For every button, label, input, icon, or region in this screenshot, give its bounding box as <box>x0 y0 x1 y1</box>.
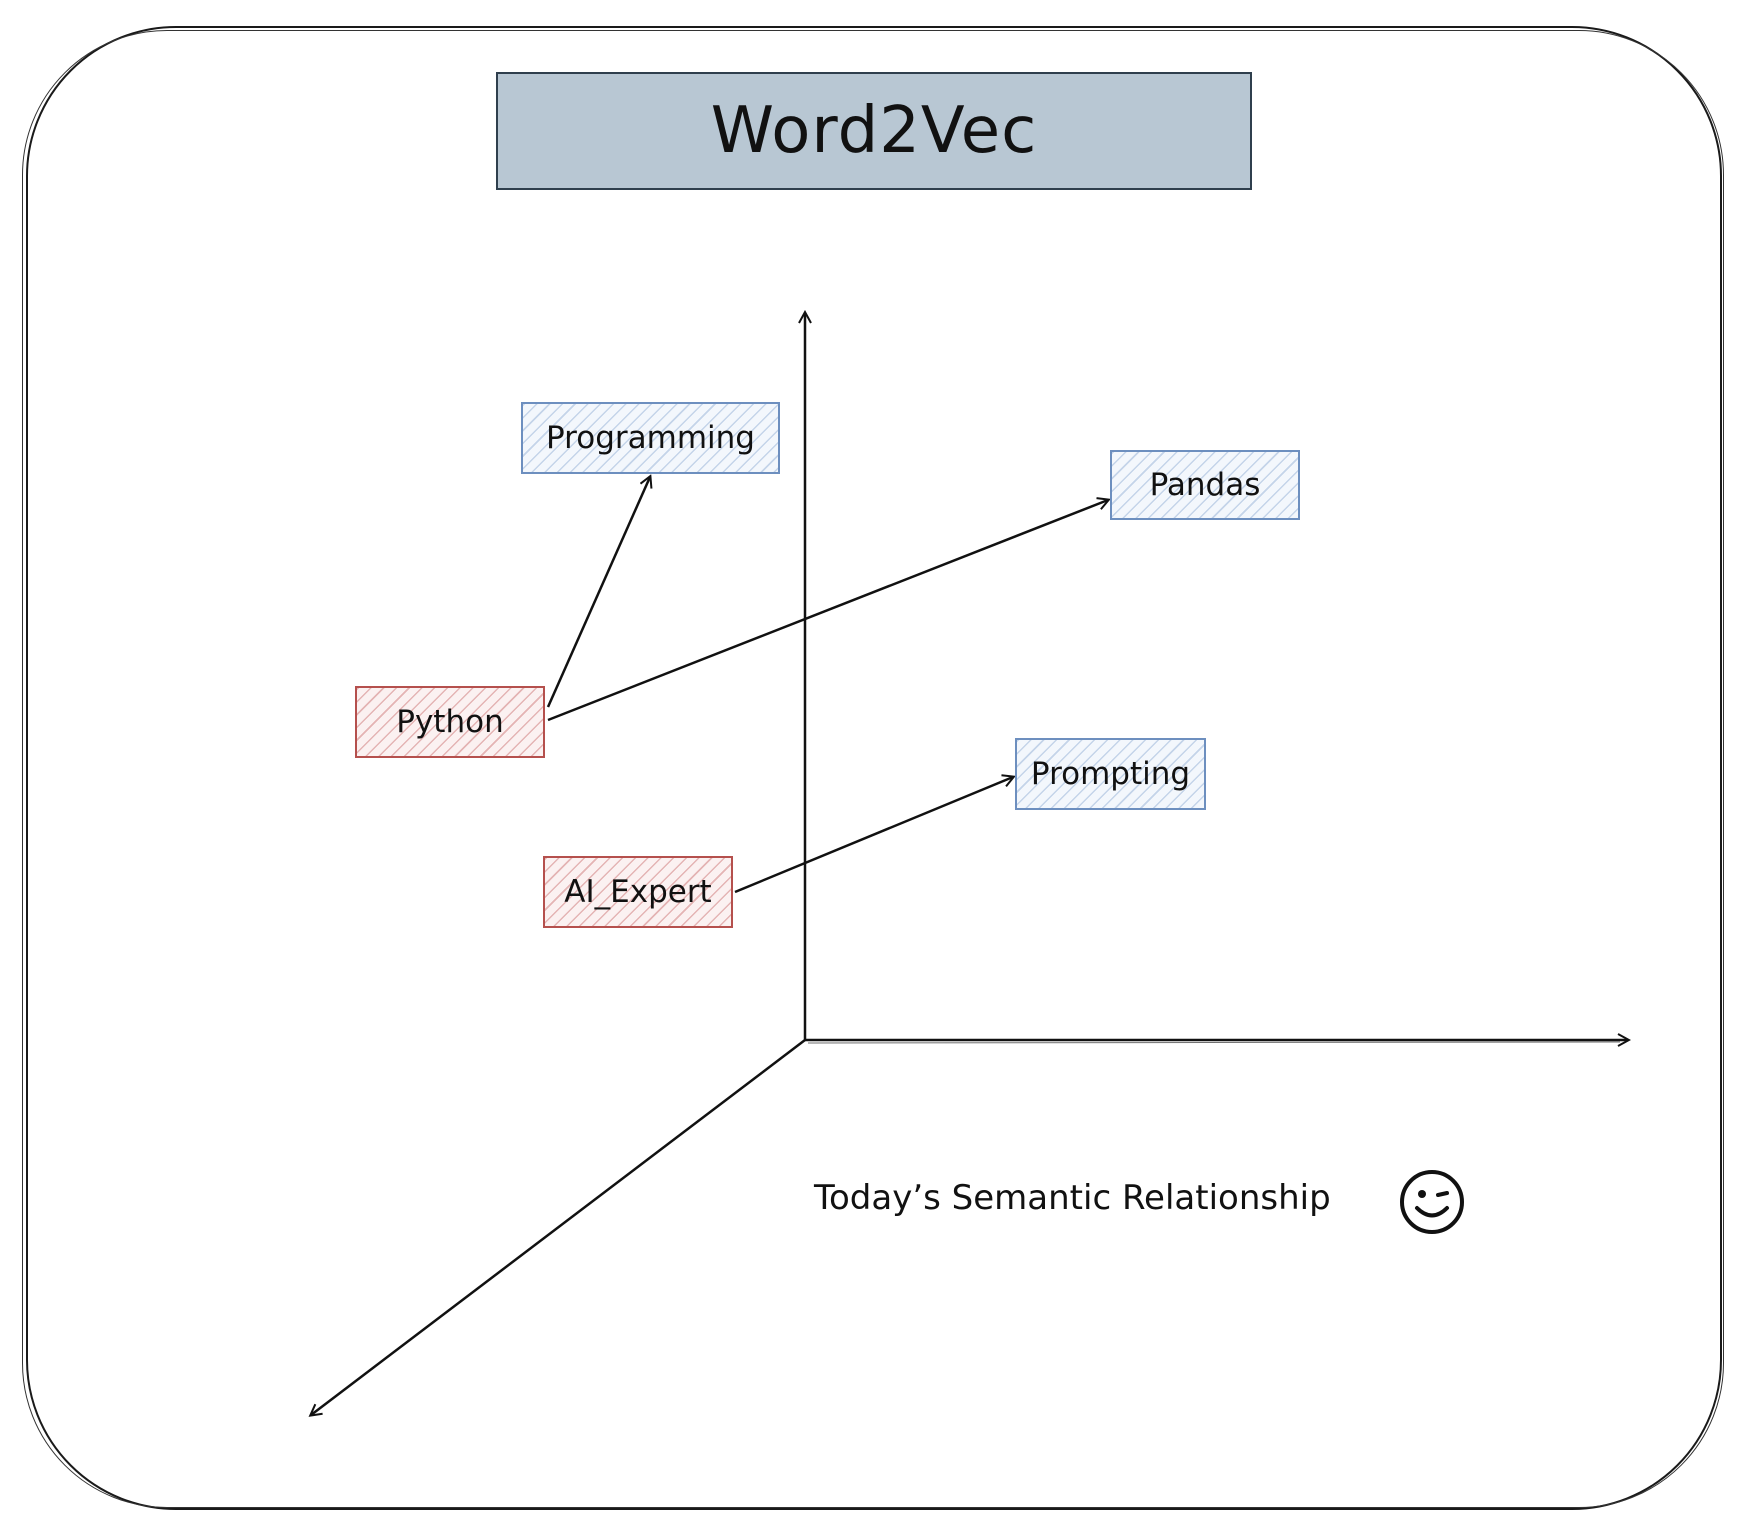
arrow-python-to-pandas <box>547 500 1108 722</box>
x-axis-sketch <box>807 1041 1621 1044</box>
word-box-programming: Programming <box>521 402 780 474</box>
word-box-pandas: Pandas <box>1110 450 1300 520</box>
word-box-ai-expert: AI_Expert <box>543 856 733 928</box>
caption-text: Today’s Semantic Relationship <box>814 1178 1331 1218</box>
word-box-prompting: Prompting <box>1015 738 1206 810</box>
arrow-ai-expert-to-prompting <box>734 777 1013 894</box>
outer-frame-sketch-line <box>22 30 1724 1508</box>
arrow-python-to-programming <box>546 477 650 708</box>
word-box-python: Python <box>355 686 545 758</box>
z-axis <box>311 1039 806 1415</box>
diagram-title: Word2Vec <box>496 72 1252 190</box>
outer-frame <box>26 26 1722 1510</box>
winking-smiley-icon <box>1400 1170 1464 1234</box>
